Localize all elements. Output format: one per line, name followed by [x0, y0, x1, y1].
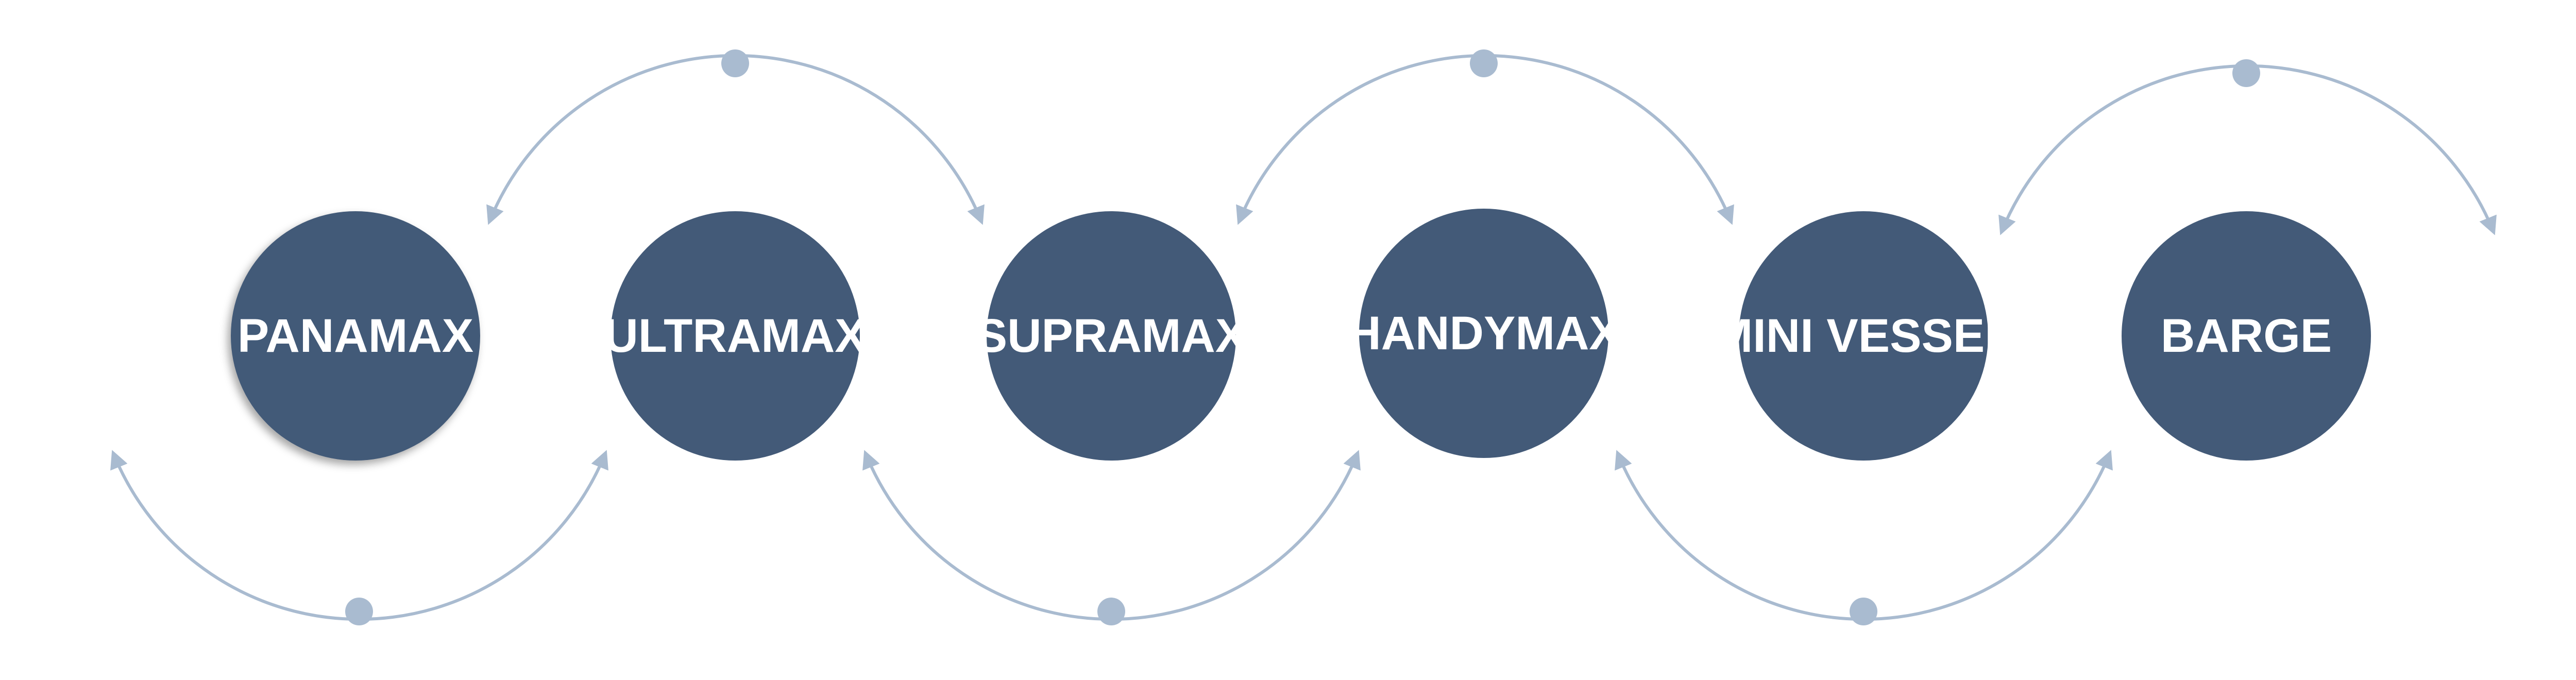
node-label: ULTRAMAX: [604, 310, 866, 362]
connector-dot: [1097, 598, 1125, 625]
node-handymax: HANDYMAX: [1347, 209, 1621, 458]
node-mini-vessel: MINI VESSEL: [1714, 211, 2014, 461]
node-label: MINI VESSEL: [1714, 310, 2014, 362]
upper-connector-3: [1998, 59, 2497, 235]
upper-connector-1: [486, 49, 985, 225]
node-ultramax: ULTRAMAX: [604, 211, 867, 461]
lower-connector-1: [110, 450, 608, 625]
node-supramax: SUPRAMAX: [976, 211, 1247, 461]
connector-dot: [1470, 49, 1498, 77]
node-panamax: PANAMAX: [231, 211, 480, 461]
node-label: PANAMAX: [238, 310, 473, 362]
connector-dot: [721, 49, 749, 77]
node-label: HANDYMAX: [1347, 307, 1621, 360]
node-barge: BARGE: [2122, 211, 2371, 461]
upper-connector-2: [1236, 49, 1734, 225]
lower-connector-2: [862, 450, 1361, 625]
connector-dot: [1850, 598, 1877, 625]
connector-dot: [2232, 59, 2260, 87]
node-label: SUPRAMAX: [976, 310, 1247, 362]
connector-dot: [345, 598, 373, 625]
lower-connector-3: [1615, 450, 2113, 625]
node-label: BARGE: [2161, 310, 2332, 362]
